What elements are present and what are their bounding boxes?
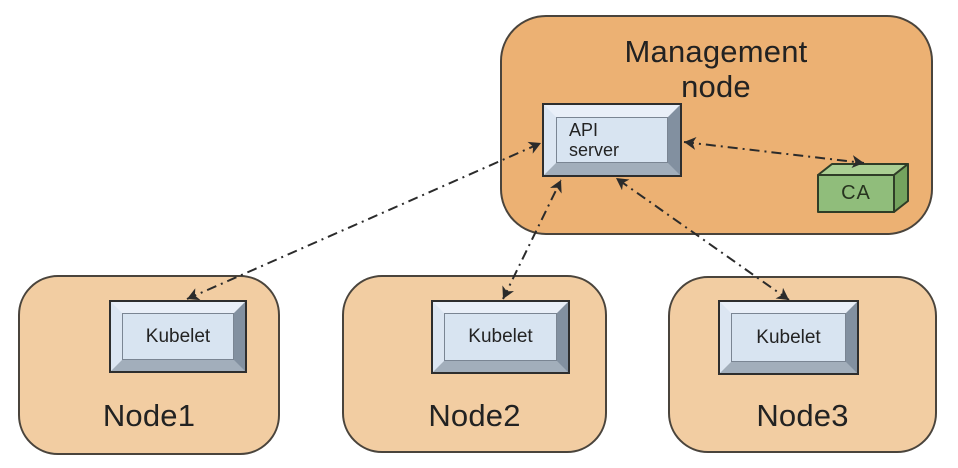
ca-label: CA: [841, 181, 871, 204]
kubelet2-label: Kubelet: [468, 326, 533, 347]
kubelet1-label: Kubelet: [145, 325, 211, 347]
ca-front-face: [817, 174, 895, 213]
api-server-label-line1: API: [569, 120, 599, 140]
management-node-title: Management node: [624, 34, 808, 104]
api-server-box: API server: [542, 103, 682, 177]
kubelet3-label: Kubelet: [756, 326, 821, 348]
ca-box: [817, 163, 909, 213]
api-server-label-line2: server: [569, 140, 620, 160]
node1-label: Node1: [102, 398, 196, 433]
kubelet1-box: Kubelet: [109, 300, 247, 373]
node3-label: Node3: [756, 398, 849, 433]
kubelet3-box: Kubelet: [718, 300, 859, 375]
node2-label: Node2: [428, 398, 521, 433]
kubelet2-box: Kubelet: [431, 300, 570, 374]
